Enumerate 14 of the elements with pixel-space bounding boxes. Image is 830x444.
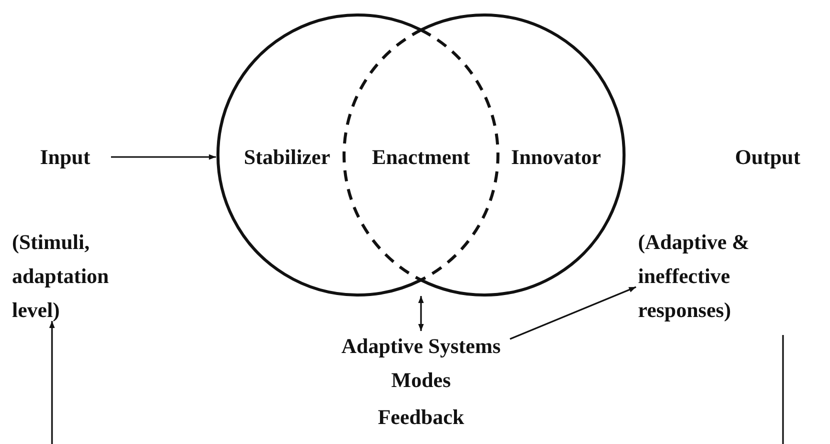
arrow — [49, 321, 55, 444]
arrow — [111, 154, 216, 160]
arrow — [418, 296, 424, 331]
text-label: Input — [40, 140, 115, 174]
text-label: Adaptive Systems Modes — [334, 329, 508, 397]
circle-label: Innovator — [510, 144, 602, 171]
arrow — [510, 286, 636, 340]
text-label: (Stimuli, adaptation level) — [12, 225, 142, 327]
circle-label: Stabilizer — [242, 144, 332, 171]
feedback-label: Feedback — [376, 404, 466, 431]
dashed-overlap-lens — [342, 28, 500, 282]
circle-label: Enactment — [371, 144, 471, 171]
text-label: (Adaptive & ineffective responses) — [638, 225, 818, 327]
text-label: Output — [735, 140, 815, 174]
